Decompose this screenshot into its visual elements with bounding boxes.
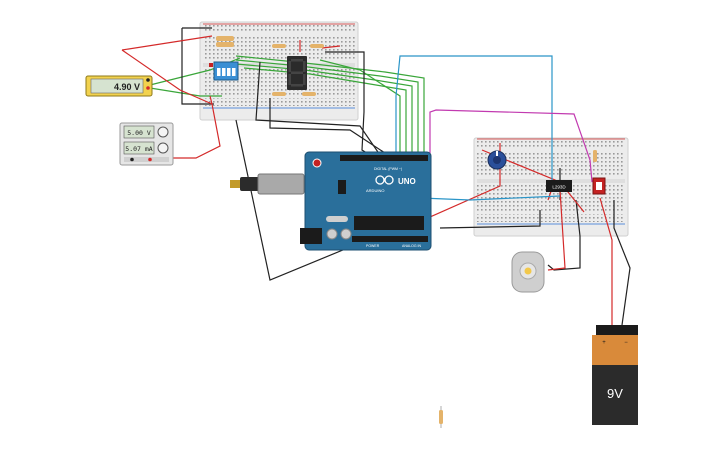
arduino-uno[interactable]: UNO ARDUINO DIGITAL (PWM ~) POWER ANALOG…: [300, 151, 432, 251]
resistors-left: [216, 36, 324, 96]
psu-voltage-knob[interactable]: [157, 126, 169, 138]
arduino-brand: ARDUINO: [366, 188, 384, 193]
battery-9v[interactable]: 9V + −: [592, 325, 638, 425]
arduino-analog-label: ANALOG IN: [402, 244, 422, 248]
arduino-digital-label: DIGITAL (PWM ~): [374, 167, 402, 171]
loose-resistor[interactable]: [439, 406, 443, 428]
driver-ic-label: L293D: [552, 185, 566, 190]
motor-driver-ic[interactable]: L293D: [546, 180, 572, 192]
dip-switch[interactable]: [209, 61, 239, 81]
reset-button[interactable]: [312, 158, 322, 168]
resistor-right: [593, 150, 597, 162]
psu-current-display: 5.07 mA: [125, 145, 152, 153]
battery-minus-label: −: [624, 340, 628, 346]
multimeter-reading: 4.90 V: [114, 82, 140, 92]
dc-motor[interactable]: [511, 251, 545, 293]
battery-label: 9V: [607, 386, 623, 401]
power-supply[interactable]: 5.00 V 5.07 mA: [119, 122, 174, 166]
usb-cable[interactable]: [230, 173, 305, 195]
seven-segment-display[interactable]: [287, 56, 307, 90]
arduino-logo: UNO: [398, 177, 416, 186]
slide-switch[interactable]: [592, 177, 606, 195]
potentiometer[interactable]: [487, 150, 507, 170]
psu-voltage-display: 5.00 V: [127, 129, 151, 137]
multimeter[interactable]: 4.90 V: [85, 75, 153, 97]
battery-plus-label: +: [602, 340, 606, 346]
psu-current-knob[interactable]: [157, 142, 169, 154]
wires-magenta[interactable]: [429, 109, 593, 183]
arduino-power-label: POWER: [366, 244, 380, 248]
arduino-infinity-icon: [375, 175, 394, 185]
